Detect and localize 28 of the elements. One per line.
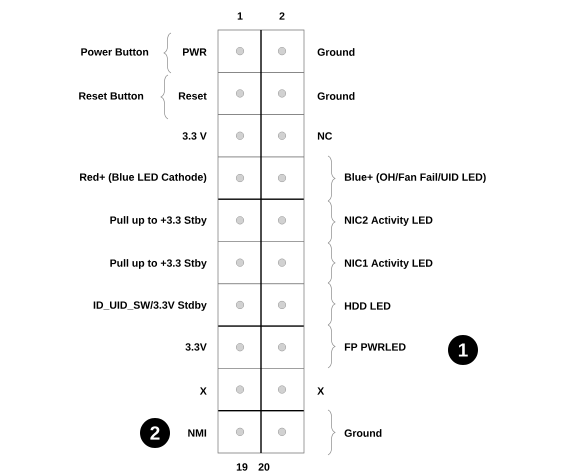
callout-number: 2 — [140, 418, 170, 448]
pin-label: FP PWRLED — [344, 343, 406, 351]
pin-label: Ground — [318, 48, 354, 56]
pin-label: PWR — [183, 48, 207, 56]
pin-label: 3.3V — [185, 343, 207, 351]
pin-label: Ground — [344, 429, 382, 437]
callout-number: 1 — [448, 335, 478, 365]
pin-label: X — [317, 387, 324, 395]
pin-label: Reset — [178, 92, 207, 100]
pin-label: Reset Button — [79, 92, 144, 100]
pin-label: 3.3 V — [182, 132, 207, 140]
pin-number: 1 — [238, 12, 243, 20]
pin-label: NC — [318, 132, 332, 140]
pin-label: ID_UID_SW/3.3V Stdby — [94, 301, 207, 311]
pin-label: Pull up to +3.3 Stby — [110, 216, 207, 226]
pin-label: Blue+ (OH/Fan Fail/UID LED) — [344, 173, 486, 183]
pin-label: NIC2 Activity LED — [344, 216, 432, 226]
pin-number: 20 — [258, 463, 270, 471]
pin-label: Ground — [318, 92, 354, 100]
pin-label: Pull up to +3.3 Stby — [110, 259, 207, 269]
pin-label: X — [200, 387, 207, 395]
pin-label: NIC1 Activity LED — [344, 259, 432, 269]
pin-label: Power Button — [81, 48, 148, 56]
pin-label: Red+ (Blue LED Cathode) — [80, 173, 206, 183]
pin-number: 19 — [236, 463, 248, 471]
pin-label: HDD LED — [344, 302, 390, 310]
pin-label: NMI — [188, 429, 206, 437]
pin-number: 2 — [279, 12, 284, 20]
